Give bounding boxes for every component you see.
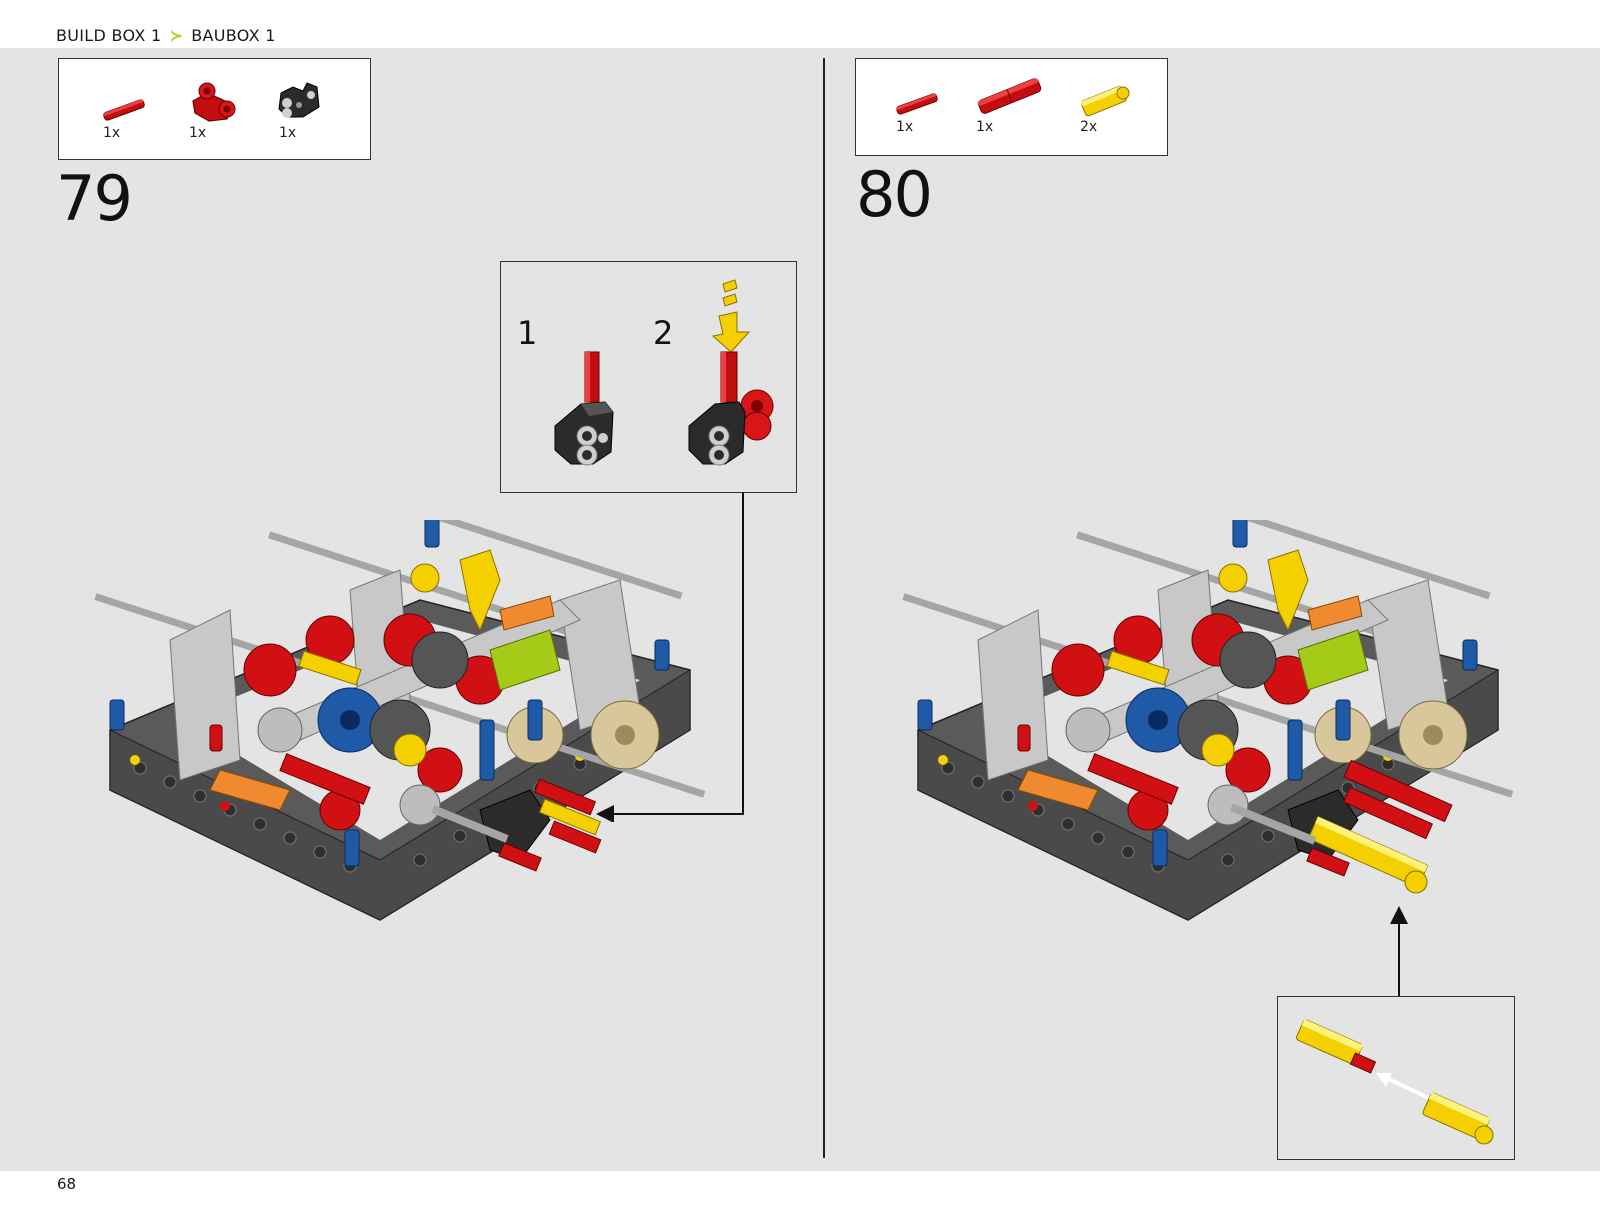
callout-leader-arrow (1384, 904, 1414, 998)
gearbox-model-step-80 (888, 520, 1548, 950)
sub-assembly-callout: 1 2 (500, 261, 797, 493)
red-axle-pin-part-icon (892, 89, 942, 119)
sub-assembly-callout (1277, 996, 1515, 1160)
red-long-pin-part-icon (974, 75, 1046, 119)
red-cross-block-part-icon (187, 79, 239, 125)
page-number: 68 (57, 1175, 76, 1193)
parts-list-step-80: 1x 1x 2x (855, 58, 1168, 156)
chevron-right-icon: ≻ (170, 26, 184, 45)
sub-assembly-1-illustration (541, 342, 641, 472)
sub-step-number: 1 (517, 314, 537, 352)
gearbox-model-step-79 (80, 520, 740, 950)
sub-assembly-2-illustration (679, 276, 789, 476)
breadcrumb: BUILD BOX 1 ≻ BAUBOX 1 (56, 26, 276, 45)
part-quantity: 1x (103, 125, 120, 141)
part-quantity: 1x (279, 125, 296, 141)
red-axle-pin-part-icon (99, 95, 149, 125)
parts-list-step-79: 1x 1x 1x (58, 58, 371, 160)
part-quantity: 2x (1080, 119, 1097, 135)
black-connector-part-icon (273, 73, 325, 125)
yellow-axle-connector-part-icon (1078, 81, 1130, 121)
part-quantity: 1x (189, 125, 206, 141)
step-divider (823, 58, 825, 1158)
part-quantity: 1x (896, 119, 913, 135)
breadcrumb-first: BUILD BOX 1 (56, 26, 162, 45)
sub-step-number: 2 (653, 314, 673, 352)
part-quantity: 1x (976, 119, 993, 135)
page-footer (0, 1171, 1600, 1218)
step-number: 79 (56, 162, 131, 235)
step-number: 80 (856, 158, 931, 231)
breadcrumb-second: BAUBOX 1 (191, 26, 276, 45)
yellow-connector-assembly-illustration (1288, 1007, 1504, 1147)
